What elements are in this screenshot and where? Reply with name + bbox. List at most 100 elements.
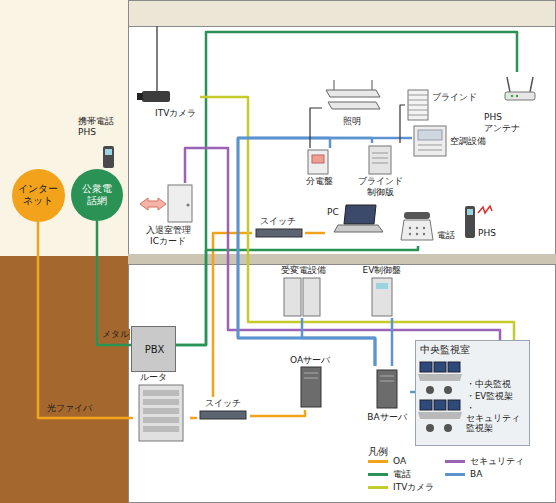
pc-icon: [334, 205, 383, 232]
blind-icon: [408, 105, 428, 106]
control-console-icon: [448, 362, 460, 372]
server-icon: [304, 378, 318, 379]
phs-antenna-icon: [505, 92, 535, 100]
telephone-icon: [404, 212, 430, 219]
node-label: PBX: [145, 344, 165, 356]
server-icon: [301, 367, 397, 408]
router-icon: [143, 390, 179, 396]
ba-server: BAサーバ: [365, 366, 410, 425]
blind-controller-icon: [372, 153, 388, 154]
switch-icon: [200, 229, 302, 419]
phs-antenna-icon: [505, 77, 535, 100]
router-icon: [143, 408, 179, 414]
air-conditioner: 空調設備: [412, 122, 492, 160]
itv-camera: ITVカメラ: [135, 86, 200, 120]
pbx-box: PBX: [131, 326, 176, 372]
blind-controller-icon: [369, 146, 391, 174]
telephone-icon: [401, 212, 433, 240]
pc-icon: [344, 205, 376, 224]
blind-controller: ブラインド 制御版: [350, 143, 410, 201]
connector-line: [213, 233, 252, 397]
itv-camera-icon: [137, 26, 170, 102]
distribution-board-icon: [308, 150, 328, 174]
access-door-icon: [187, 204, 190, 207]
node-label: 中央監視室: [420, 344, 470, 356]
node-label: ITVカメラ: [155, 108, 196, 119]
network-circle: 公衆電話網: [71, 169, 123, 221]
distribution-board: 分電盤: [300, 148, 338, 192]
connector-line: [250, 410, 305, 416]
router-icon: [143, 399, 179, 405]
node-label: OAサーバ: [290, 355, 330, 366]
blind-controller-icon: [372, 158, 388, 159]
building-section: [415, 340, 530, 446]
oa-server: OAサーバ: [288, 354, 332, 410]
blind-icon: [408, 100, 428, 101]
phs-antenna: PHS アンテナ: [482, 72, 544, 135]
server-icon: [380, 381, 394, 382]
blind-icon: [408, 90, 428, 120]
blind: ブラインド: [405, 88, 481, 122]
edge-label: 光ファイバ: [46, 403, 93, 414]
ev-panel-icon: [372, 278, 392, 316]
switch-icon: [256, 229, 302, 237]
pc-icon: [334, 225, 383, 232]
itv-camera-icon: [142, 91, 170, 102]
building-section: [129, 265, 556, 503]
server-icon: [377, 370, 397, 408]
legend-entry: BA: [445, 469, 482, 480]
lighting-icon: [372, 80, 373, 90]
telephone-icon: [409, 227, 411, 229]
control-console-icon: [420, 400, 432, 410]
connector-line: [190, 417, 197, 420]
legend-entry: 電話: [368, 469, 411, 480]
itv-camera-icon: [137, 93, 143, 100]
legend-swatch: [445, 473, 465, 476]
legend-label: 電話: [393, 469, 411, 480]
router-icon: [139, 385, 183, 441]
network-switch: スイッチ: [197, 397, 250, 424]
access-door-icon: [140, 185, 192, 222]
server-icon: [380, 376, 394, 377]
device-label: 携帯電話 PHS: [78, 116, 114, 138]
connector-line: [400, 105, 405, 143]
node-label: BAサーバ: [367, 412, 406, 423]
lighting-icon: [326, 90, 380, 97]
telephone-icon: [401, 220, 433, 240]
connector-line: [305, 232, 325, 235]
edge-label: メタル: [101, 329, 130, 340]
air-conditioner-icon: [418, 130, 442, 140]
node-label: スイッチ: [205, 398, 241, 409]
server-icon: [301, 367, 321, 407]
access-door-icon: [168, 185, 192, 222]
blind-icon: [408, 95, 428, 96]
router-icon: [143, 426, 179, 432]
mobile-phone-icon: [103, 146, 114, 168]
blind-icon: [408, 110, 428, 111]
node-label: PHS アンテナ: [484, 112, 520, 134]
control-console-icon: [426, 424, 434, 432]
blind-controller-icon: [372, 163, 388, 164]
node-label: スイッチ: [260, 216, 296, 227]
legend-label: セキュリティ: [470, 456, 524, 467]
router: ルータ: [133, 371, 190, 444]
legend-swatch: [445, 460, 465, 463]
phs-antenna-icon: [530, 77, 533, 92]
node-label: インターネット: [17, 183, 59, 207]
telephone-icon: [423, 233, 425, 235]
node-text: ・中央監視: [466, 379, 511, 389]
connector-line: [310, 108, 322, 148]
telephone-icon: [416, 227, 418, 229]
lighting-icon: [334, 80, 335, 90]
connector-line: [391, 318, 394, 366]
telephone-icon: [423, 227, 425, 229]
node-label: 入退室管理 ICカード: [146, 225, 191, 247]
control-console-icon: [426, 386, 434, 394]
lighting-icon: [328, 102, 380, 109]
node-label: 電話: [437, 230, 455, 241]
phs-handset-icon: [465, 206, 475, 238]
node-label: 空調設備: [450, 136, 486, 147]
control-console-icon: [444, 386, 452, 394]
phs-handset: PHS: [462, 200, 504, 246]
